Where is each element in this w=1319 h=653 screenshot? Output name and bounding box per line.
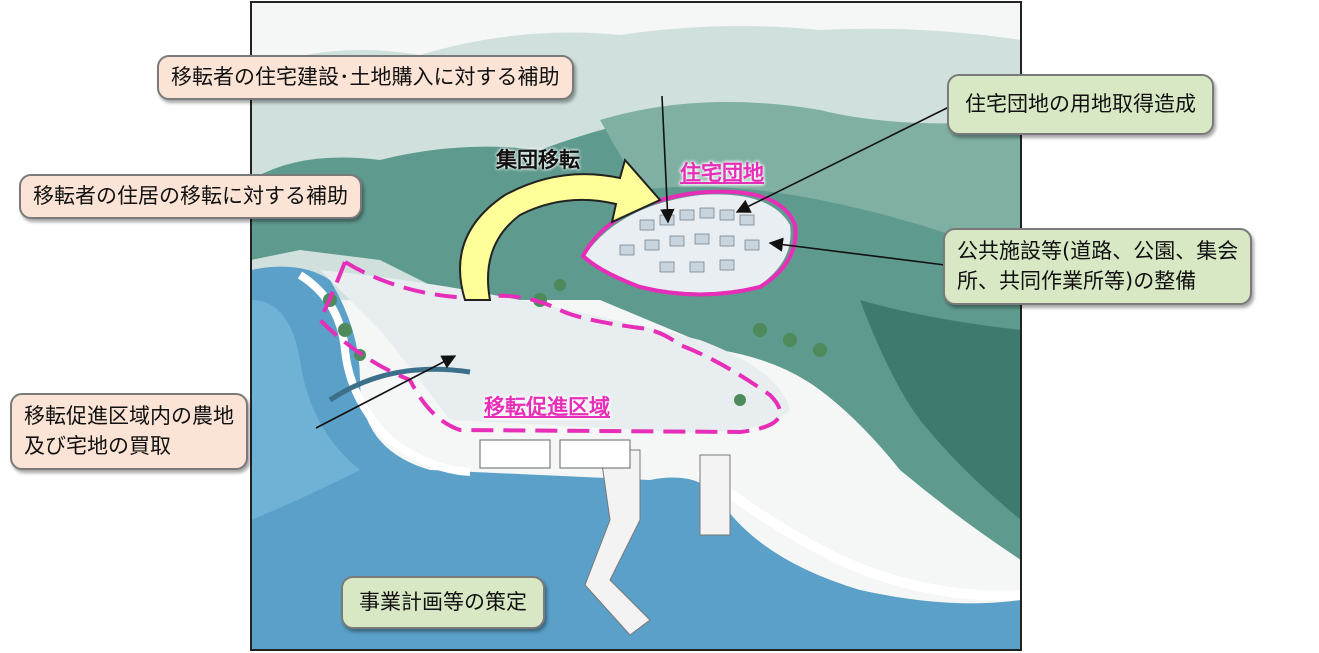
bridge [328,366,471,403]
callout-land-purchase-line2: 及び宅地の買取 [24,434,171,459]
callout-project-plan: 事業計画等の策定 [341,576,545,630]
leader-land-purchase [315,355,457,429]
callout-public-facilities-line1: 公共施設等(道路、公園、集会 [957,239,1239,263]
leader-housing-construction [660,95,675,224]
promotion-zone-label: 移転促進区域 [484,395,610,419]
curved-arrow-icon [459,157,662,301]
sea [251,266,1021,650]
callout-relocation-subsidy: 移転者の住居の移転に対する補助 [19,174,362,220]
callout-public-facilities: 公共施設等(道路、公園、集会 所、共同作業所等)の整備 [943,228,1253,305]
callout-housing-construction-subsidy: 移転者の住宅建設･土地購入に対する補助 [157,55,574,101]
housing-estate-label: 住宅団地 [680,161,764,185]
callout-public-facilities-line2: 所、共同作業所等)の整備 [957,269,1197,294]
leader-public-facilities [768,237,946,266]
callout-land-purchase-line1: 移転促進区域内の農地 [24,404,234,428]
promotion-zone-outline [317,259,782,435]
housing-estate-outline [580,189,798,297]
illustration [251,2,1021,650]
group-relocation-label: 集団移転 [496,148,580,172]
promotion-zone-land [320,270,790,433]
illustration-frame [250,1,1022,651]
forest-hills [251,106,1021,561]
callout-land-purchase: 移転促進区域内の農地 及び宅地の買取 [10,393,248,470]
housing-estate-area [585,194,791,293]
callout-land-acquisition: 住宅団地の用地取得造成 [947,74,1214,136]
leader-land-acquisition [735,104,954,213]
harbour-pier [584,449,651,636]
